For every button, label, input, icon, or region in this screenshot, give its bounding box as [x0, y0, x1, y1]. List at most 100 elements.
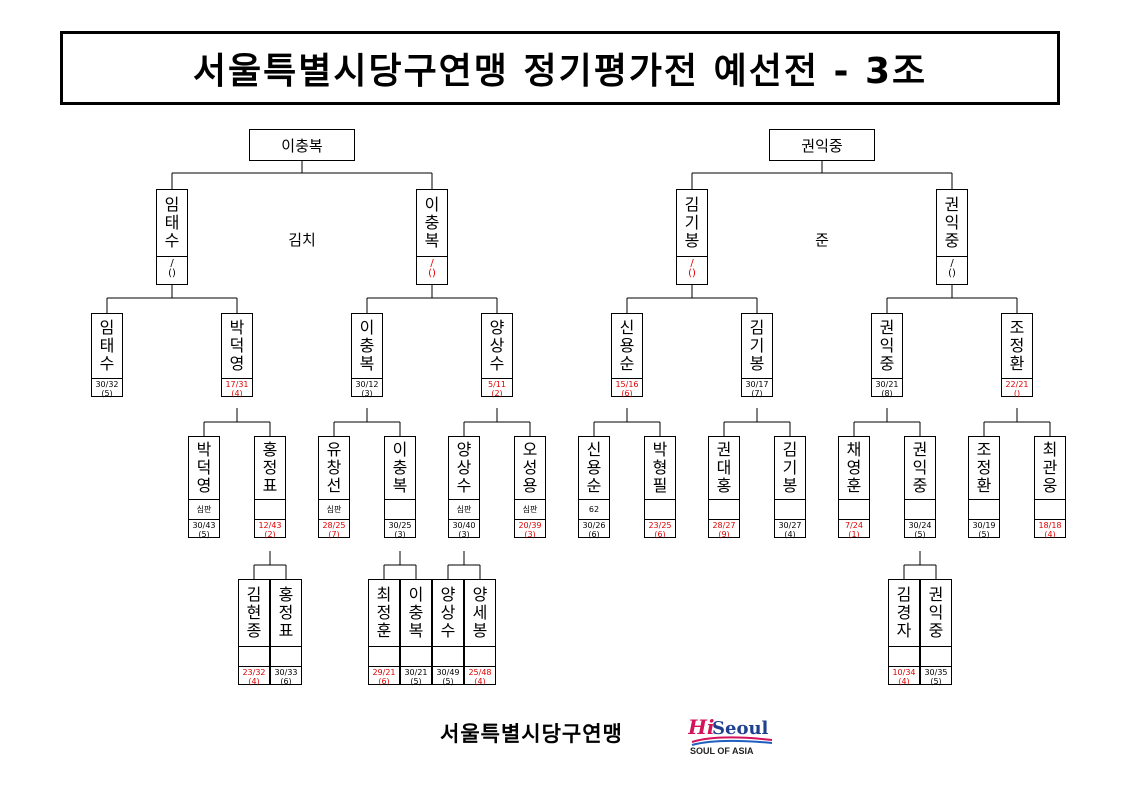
referee-note: 심판 [449, 499, 479, 519]
referee-note [385, 499, 415, 519]
referee-note [889, 646, 919, 666]
score-cell: 29/21(6) [369, 666, 399, 686]
match-result: /() [937, 256, 967, 284]
referee-note [969, 499, 999, 519]
score-cell: 30/25(3) [385, 519, 415, 539]
referee-note [709, 499, 739, 519]
score-cell: 7/24(1) [839, 519, 869, 539]
referee-note [271, 646, 301, 666]
score-cell: 30/33(6) [271, 666, 301, 686]
score-cell: 12/43(2) [255, 519, 285, 539]
score-cell: 17/31(4) [222, 378, 252, 398]
referee-note [401, 646, 431, 666]
referee-note: 심판 [515, 499, 545, 519]
score-cell: 28/25(7) [319, 519, 349, 539]
score-cell: 30/32(5) [92, 378, 122, 398]
score-cell: 25/48(4) [465, 666, 495, 686]
svg-text:SOUL OF ASIA: SOUL OF ASIA [690, 746, 754, 756]
score-cell: 30/12(3) [352, 378, 382, 398]
right-final-label: 준 [815, 231, 829, 249]
referee-note [1035, 499, 1065, 519]
score-cell: 30/40(3) [449, 519, 479, 539]
score-cell: 10/34(4) [889, 666, 919, 686]
referee-note [255, 499, 285, 519]
match-result: /() [677, 256, 707, 284]
referee-note: 심판 [319, 499, 349, 519]
score-cell: 23/25(6) [645, 519, 675, 539]
referee-note [839, 499, 869, 519]
referee-note [921, 646, 951, 666]
referee-note [369, 646, 399, 666]
left-final-label: 김치 [288, 231, 316, 249]
score-cell: 5/11(2) [482, 378, 512, 398]
left-winner-box: 이충복 [249, 129, 355, 161]
referee-note [433, 646, 463, 666]
score-cell: 30/21(5) [401, 666, 431, 686]
score-cell: 30/27(4) [775, 519, 805, 539]
score-cell: 22/21() [1002, 378, 1032, 398]
referee-note [465, 646, 495, 666]
referee-note [645, 499, 675, 519]
logo-hi: Hi [688, 715, 715, 739]
logo-seoul: Seoul [712, 718, 769, 739]
score-cell: 30/19(5) [969, 519, 999, 539]
score-cell: 20/39(3) [515, 519, 545, 539]
referee-note: 62 [579, 499, 609, 519]
hi-seoul-logo: Hi SOUL OF ASIA Seoul [688, 715, 773, 756]
score-cell: 30/26(6) [579, 519, 609, 539]
score-cell: 30/43(5) [189, 519, 219, 539]
score-cell: 23/32(4) [239, 666, 269, 686]
